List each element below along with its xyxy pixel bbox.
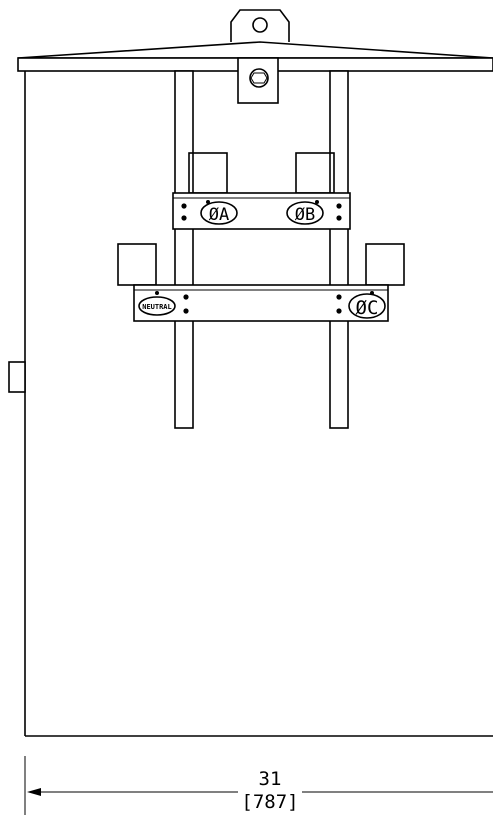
phase-b-terminal: ØB (286, 201, 324, 225)
support-rail-left (174, 70, 194, 429)
phase-b-label: ØB (295, 205, 315, 225)
mounting-bracket (237, 57, 279, 104)
lifting-eye (230, 9, 290, 42)
insulator-lower-right (365, 243, 405, 286)
enclosure-body (24, 71, 493, 737)
width-dimension: 31 [787] (24, 756, 493, 815)
insulator-upper-right (295, 152, 335, 194)
phase-a-terminal: ØA (200, 201, 238, 225)
dimension-value: 31 (259, 768, 282, 790)
neutral-terminal: NEUTRAL (138, 296, 176, 316)
phase-c-label: ØC (356, 297, 379, 319)
insulator-upper-left (188, 152, 228, 194)
phase-a-label: ØA (209, 205, 229, 225)
side-latch (8, 361, 26, 393)
insulator-lower-left (117, 243, 157, 286)
phase-c-terminal: ØC (348, 293, 386, 319)
neutral-label: NEUTRAL (142, 303, 172, 311)
support-rail-right (329, 70, 349, 429)
bus-bar-lower (133, 284, 389, 322)
dimension-value-metric: [787] (241, 791, 298, 813)
